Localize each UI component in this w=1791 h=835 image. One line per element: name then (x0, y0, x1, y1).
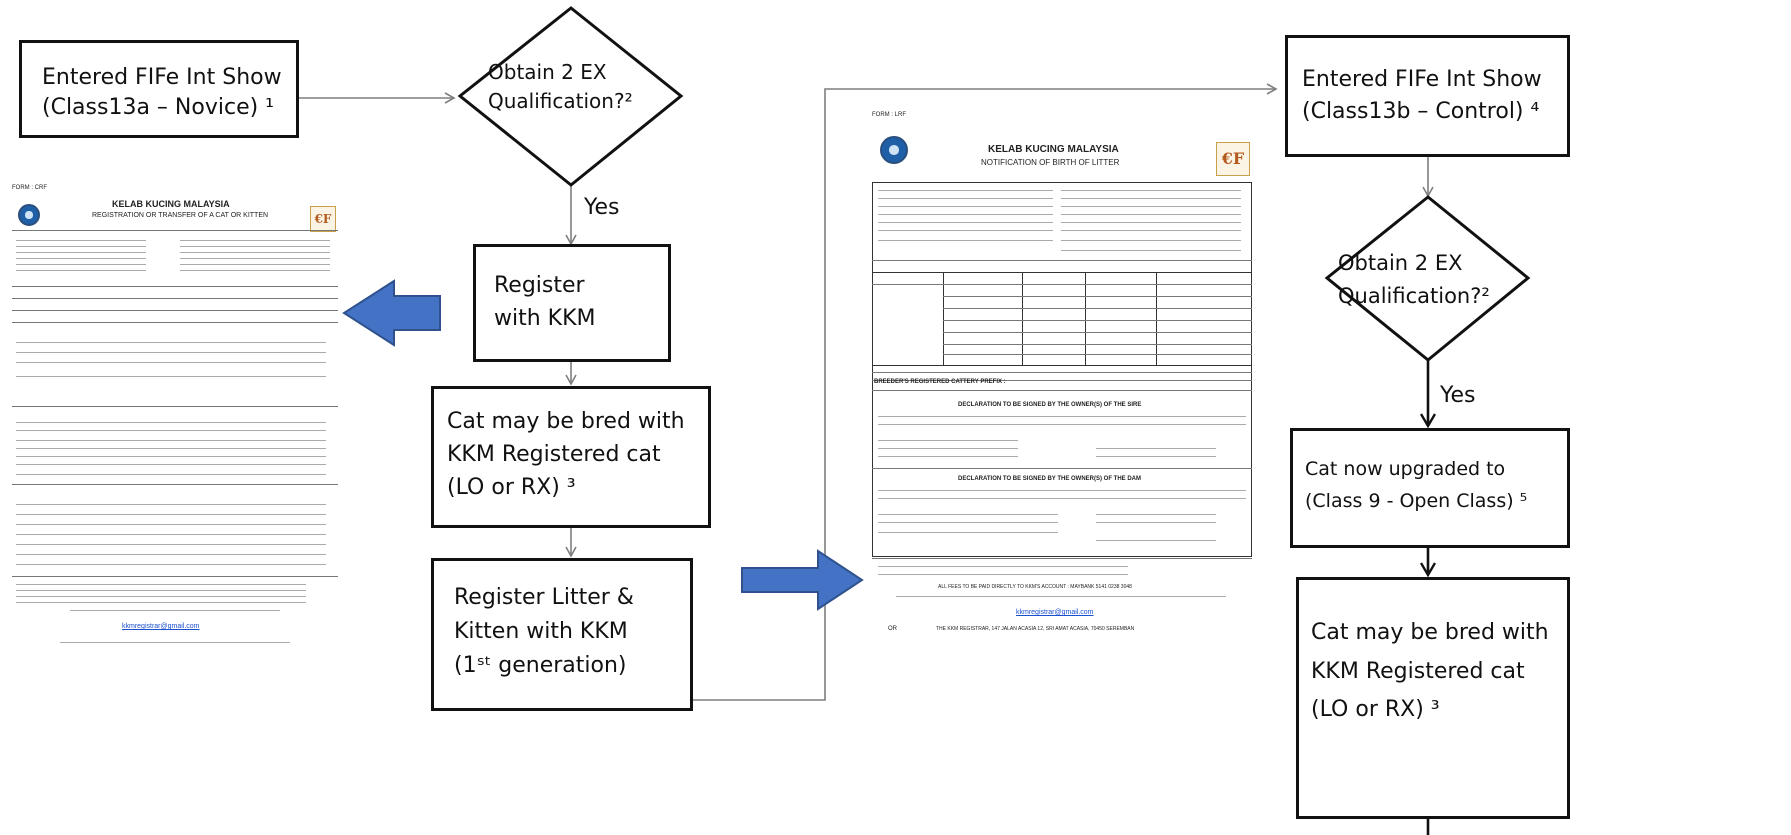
node-bred-left: Cat may be bred with KKM Registered cat … (431, 386, 711, 528)
node-bred-right-line2: KKM Registered cat (1311, 658, 1525, 684)
yes-label-left: Yes (584, 195, 620, 220)
form-crf-title: REGISTRATION OR TRANSFER OF A CAT OR KIT… (92, 212, 269, 219)
fife-logo-right: €F (1216, 142, 1250, 176)
node-entered-novice-line1: Entered FIFe Int Show (42, 65, 282, 90)
form-crf-club: KELAB KUCING MALAYSIA (112, 199, 230, 209)
decision-right-line1: Obtain 2 EX (1338, 251, 1463, 275)
yes-label-right: Yes (1440, 383, 1476, 408)
decision-right-text: Obtain 2 EX Qualification?² (1338, 247, 1490, 312)
node-register-litter-line3: (1ˢᵗ generation) (454, 653, 627, 679)
block-arrow-left (342, 279, 441, 347)
node-entered-control-line2: (Class13b – Control) ⁴ (1302, 98, 1540, 124)
kkm-logo-right (880, 136, 908, 164)
decision-diamond-left (457, 6, 684, 187)
node-bred-left-line3: (LO or RX) ³ (447, 475, 576, 500)
node-entered-novice-line2: (Class13a – Novice) ¹ (42, 94, 274, 120)
node-register-kkm: Register with KKM (473, 244, 671, 362)
node-entered-control: Entered FIFe Int Show (Class13b – Contro… (1285, 35, 1570, 157)
decision-left-line1: Obtain 2 EX (488, 60, 607, 84)
form-lrf-breeder-prefix: BREEDER'S REGISTERED CATTERY PREFIX : (874, 379, 1006, 385)
decision-diamond-right (1324, 195, 1531, 362)
form-crf-code: FORM : CRF (12, 185, 47, 191)
kkm-logo-left (18, 204, 40, 226)
decision-left-line2: Qualification?² (488, 89, 633, 113)
node-bred-left-line1: Cat may be bred with (447, 409, 685, 434)
node-register-kkm-line1: Register (494, 273, 585, 298)
node-bred-left-line2: KKM Registered cat (447, 442, 661, 467)
node-register-litter: Register Litter & Kitten with KKM (1ˢᵗ g… (431, 558, 693, 711)
decision-right-line2: Qualification?² (1338, 283, 1490, 308)
form-lrf-decl-sire: DECLARATION TO BE SIGNED BY THE OWNER(S)… (958, 402, 1142, 408)
form-lrf-title: NOTIFICATION OF BIRTH OF LITTER (981, 158, 1120, 167)
form-lrf-or: OR (888, 626, 897, 632)
block-arrow-right (741, 549, 864, 611)
node-upgraded: Cat now upgraded to (Class 9 - Open Clas… (1290, 428, 1570, 548)
node-entered-novice: Entered FIFe Int Show (Class13a – Novice… (19, 40, 299, 138)
form-crf-thumbnail: FORM : CRF KELAB KUCING MALAYSIA REGISTR… (10, 182, 340, 652)
node-register-litter-line1: Register Litter & (454, 585, 634, 610)
node-register-kkm-line2: with KKM (494, 306, 596, 331)
fife-logo-left: €F (310, 206, 336, 232)
node-bred-right-line1: Cat may be bred with (1311, 620, 1549, 645)
form-lrf-fees-line: ALL FEES TO BE PAID DIRECTLY TO KKM'S AC… (938, 584, 1132, 590)
form-lrf-address: THE KKM REGISTRAR, 147 JALAN ACASIA 12, … (936, 626, 1135, 632)
decision-left-text: Obtain 2 EX Qualification?² (488, 58, 633, 116)
form-lrf-code: FORM : LRF (872, 112, 906, 118)
node-bred-right-line3: (LO or RX) ³ (1311, 697, 1440, 722)
node-upgraded-line1: Cat now upgraded to (1305, 458, 1506, 480)
connector-litter-to-control (693, 83, 1278, 701)
form-crf-email: kkmregistrar@gmail.com (122, 623, 200, 630)
form-lrf-email: kkmregistrar@gmail.com (1016, 609, 1094, 616)
node-register-litter-line2: Kitten with KKM (454, 619, 628, 645)
form-lrf-decl-dam: DECLARATION TO BE SIGNED BY THE OWNER(S)… (958, 476, 1142, 482)
node-upgraded-line2: (Class 9 - Open Class) ⁵ (1305, 490, 1528, 513)
form-lrf-club: KELAB KUCING MALAYSIA (988, 144, 1119, 155)
form-lrf-thumbnail: FORM : LRF KELAB KUCING MALAYSIA NOTIFIC… (866, 104, 1256, 664)
node-entered-control-line1: Entered FIFe Int Show (1302, 67, 1542, 92)
node-bred-right: Cat may be bred with KKM Registered cat … (1296, 577, 1570, 819)
